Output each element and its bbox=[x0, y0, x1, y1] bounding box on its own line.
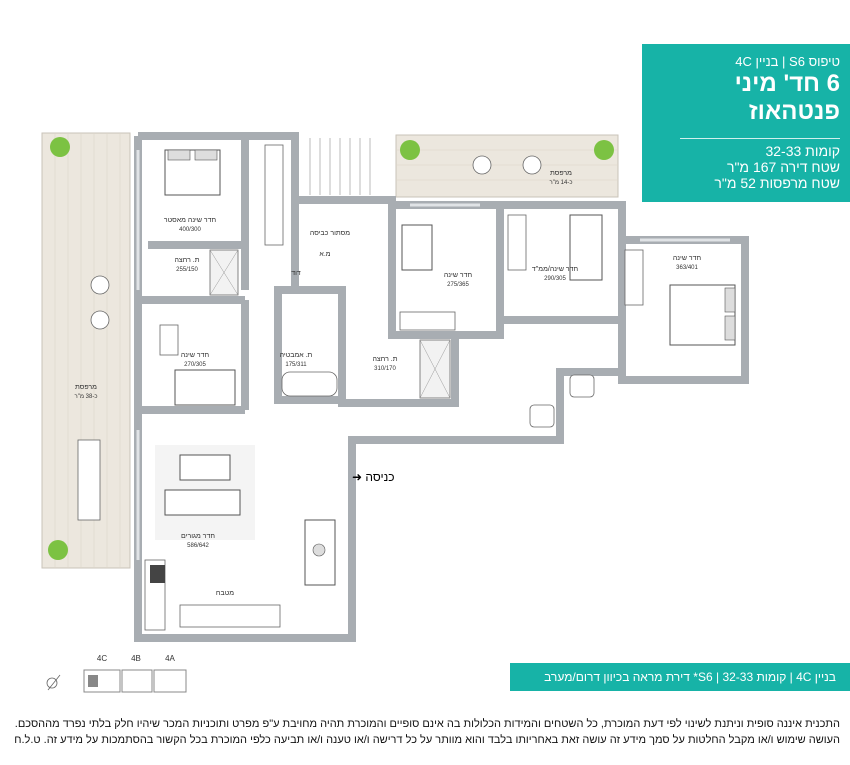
room-area-balcony-west: כ-38 מ"ר bbox=[75, 394, 98, 400]
keyplan-label-4c: 4C bbox=[97, 654, 107, 663]
room-area-shower1: 255/150 bbox=[176, 267, 198, 273]
compass-icon bbox=[46, 674, 61, 691]
title-box: טיפוס S6 | בניין 4C 6 חד' מיני פנטהאוז ק… bbox=[642, 44, 850, 202]
stair-hatch bbox=[309, 138, 371, 195]
bottom-bar: בניין 4C | קומות 32-33 | S6* דירת מראה ב… bbox=[510, 663, 850, 691]
keyplan-label-4a: 4A bbox=[165, 654, 175, 663]
bedroom-3-bed bbox=[174, 369, 236, 406]
bedroom-safe-bed bbox=[569, 214, 603, 281]
disclaimer-line-2: העושה שימוש ו/או מקבל החלטות על סמך מידע… bbox=[14, 734, 840, 746]
room-label-kitchen: מטבח bbox=[216, 590, 234, 597]
apt-area-info: שטח דירה 167 מ"ר bbox=[726, 159, 840, 175]
room-area-shower2: 310/170 bbox=[374, 366, 396, 372]
room-area-bedroom2: 275/365 bbox=[447, 282, 469, 288]
plant-icon bbox=[48, 137, 614, 560]
bedroom-2-bed bbox=[401, 224, 433, 271]
room-label-living: חדר מגורים bbox=[181, 533, 215, 540]
room-label-bedroom4: חדר שינה bbox=[673, 255, 702, 262]
label-dud: דוד bbox=[291, 270, 301, 277]
walls bbox=[134, 132, 749, 642]
main-title: 6 חד' מיני פנטהאוז bbox=[734, 70, 840, 125]
room-label-master: חדר שינה מאסטר bbox=[164, 217, 217, 224]
room-label-shower1: ת. רחצה bbox=[174, 257, 199, 264]
room-label-bedroom3: חדר שינה bbox=[181, 352, 210, 359]
keyplan-label-4b: 4B bbox=[131, 654, 141, 663]
entrance-label: כניסה ➜ bbox=[352, 470, 395, 484]
room-label-bedroom2: חדר שינה bbox=[444, 272, 473, 279]
coffee-table bbox=[179, 454, 231, 481]
room-label-bedroom-safe: חדר שינה/ממ"ד bbox=[532, 266, 579, 273]
key-plan: 4C 4B 4A bbox=[46, 654, 187, 693]
room-label-storage: מסתור כביסה bbox=[310, 230, 350, 237]
room-area-bath: 175/311 bbox=[285, 362, 307, 368]
entrance-arrow-icon: ➜ bbox=[352, 470, 363, 484]
balcony-dining-table bbox=[77, 439, 101, 521]
room-label-bath: ת. אמבטיה bbox=[280, 352, 313, 359]
room-area-master: 400/300 bbox=[179, 227, 201, 233]
disclaimer-line-1: התכנית איננה סופית וניתנת לשינוי לפי דעת… bbox=[14, 718, 840, 730]
type-line: טיפוס S6 | בניין 4C bbox=[735, 54, 840, 69]
bathtub bbox=[281, 371, 338, 397]
disclaimer: התכנית איננה סופית וניתנת לשינוי לפי דעת… bbox=[10, 716, 840, 748]
bedroom-4-bed bbox=[669, 284, 736, 346]
room-area-living: 586/642 bbox=[187, 543, 209, 549]
balcony-area-info: שטח מרפסות 52 מ"ר bbox=[714, 175, 840, 191]
sofa bbox=[164, 489, 241, 516]
room-label-balcony-north: מרפסת bbox=[550, 170, 572, 177]
keyplan-highlight bbox=[88, 675, 98, 687]
floors-info: קומות 32-33 bbox=[765, 143, 840, 159]
room-label-shower2: ת. רחצה bbox=[372, 356, 397, 363]
entrance-text: כניסה bbox=[365, 470, 395, 484]
room-label-balcony-west: מרפסת bbox=[75, 384, 97, 391]
title-separator bbox=[680, 138, 840, 139]
balcony-north-deck bbox=[395, 134, 619, 198]
room-area-balcony-north: כ-14 מ"ר bbox=[550, 180, 573, 186]
room-area-bedroom4: 363/401 bbox=[676, 265, 698, 271]
room-area-bedroom-safe: 290/305 bbox=[544, 276, 566, 282]
room-area-bedroom3: 270/305 bbox=[184, 362, 206, 368]
room-label-ac: מ.א bbox=[319, 251, 330, 258]
